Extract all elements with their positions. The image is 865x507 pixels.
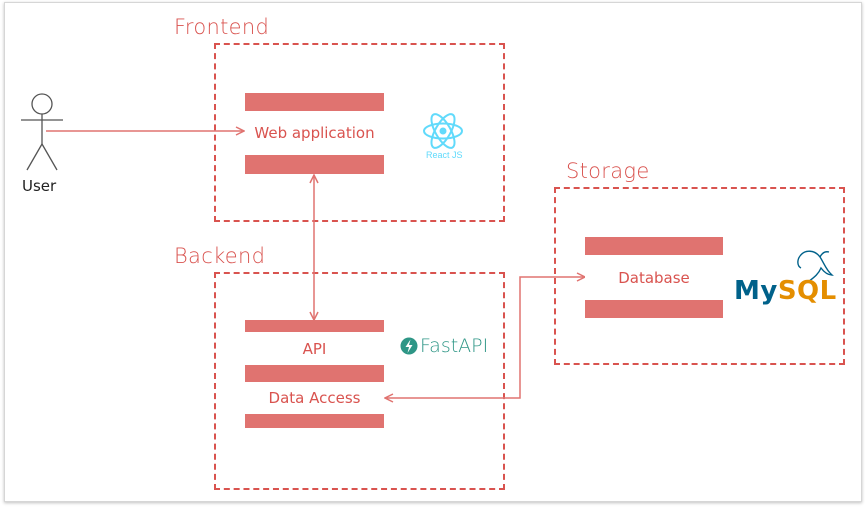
mysql-logo-sql: SQL: [777, 276, 837, 306]
backend-group-title: Backend: [174, 244, 266, 268]
fastapi-bolt-icon: [400, 337, 418, 355]
react-logo-text: React JS: [426, 150, 463, 160]
database-block[interactable]: Database: [585, 237, 723, 318]
user-actor-label: User: [22, 177, 57, 195]
frontend-group-title: Frontend: [174, 15, 270, 39]
storage-group-title: Storage: [566, 159, 650, 183]
react-atom-icon: [423, 113, 463, 149]
database-label: Database: [585, 255, 723, 300]
data-access-label: Data Access: [245, 382, 384, 414]
web-application-block[interactable]: Web application: [245, 93, 384, 174]
mysql-logo-my: My: [734, 276, 778, 306]
dataaccess-database-arrow: [385, 277, 585, 398]
api-block[interactable]: API Data Access: [245, 320, 384, 428]
mysql-logo: MySQL: [734, 276, 837, 306]
fastapi-logo-text: FastAPI: [420, 335, 489, 357]
frontend-group: [214, 43, 505, 222]
mysql-dolphin-icon: [797, 250, 834, 283]
web-application-label: Web application: [245, 111, 384, 155]
api-label: API: [245, 332, 384, 365]
user-actor-icon: [21, 93, 63, 171]
